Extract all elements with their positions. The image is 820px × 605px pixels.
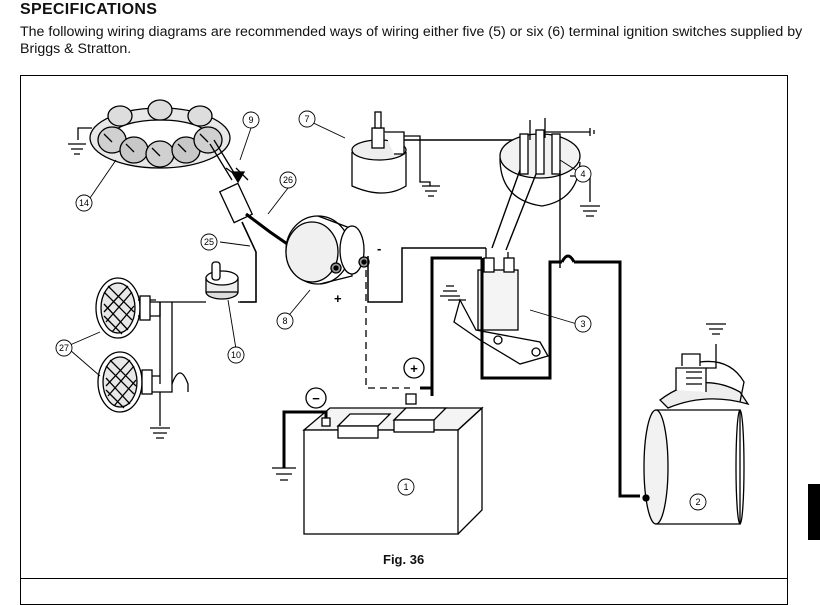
headlight-lower: [97, 351, 153, 413]
page-title: SPECIFICATIONS: [20, 1, 158, 18]
svg-text:+: +: [410, 361, 418, 376]
callout-battery: 1: [403, 482, 408, 492]
callout-ammeter: 8: [282, 316, 287, 326]
intro-paragraph: The following wiring diagrams are recomm…: [20, 24, 803, 57]
wiring-diagram: − + - + 9 26 7 14 25 4: [55, 99, 750, 535]
svg-text:−: −: [312, 391, 320, 406]
callout-headlights: 27: [59, 343, 69, 353]
battery: [302, 393, 484, 535]
battery-positive-marker: +: [403, 357, 425, 379]
starter-motor: [642, 323, 750, 525]
ammeter: [285, 215, 370, 285]
battery-negative-marker: −: [305, 387, 327, 409]
callout-starter-motor: 2: [695, 497, 700, 507]
alternator-stator: [68, 99, 237, 181]
headlight-upper: [95, 277, 161, 339]
callout-alternator-stator: 14: [79, 198, 89, 208]
starter-solenoid: [440, 248, 549, 365]
page-edge-tab: [808, 484, 820, 540]
fuel-solenoid: [351, 111, 440, 197]
frame-divider: [20, 578, 788, 579]
callout-light-switch: 10: [231, 350, 241, 360]
ammeter-negative-sign: -: [377, 241, 381, 256]
callout-fuse: 9: [248, 115, 253, 125]
figure-caption: Fig. 36: [383, 552, 425, 567]
callout-fuel-solenoid: 7: [304, 114, 309, 124]
callout-ignition-switch: 4: [580, 169, 585, 179]
callout-wire-25: 25: [204, 237, 214, 247]
callout-wire-26: 26: [283, 175, 293, 185]
inline-fuse: [218, 167, 254, 224]
callout-starter-solenoid: 3: [580, 319, 585, 329]
ammeter-positive-sign: +: [334, 291, 342, 306]
light-switch: [150, 261, 256, 303]
